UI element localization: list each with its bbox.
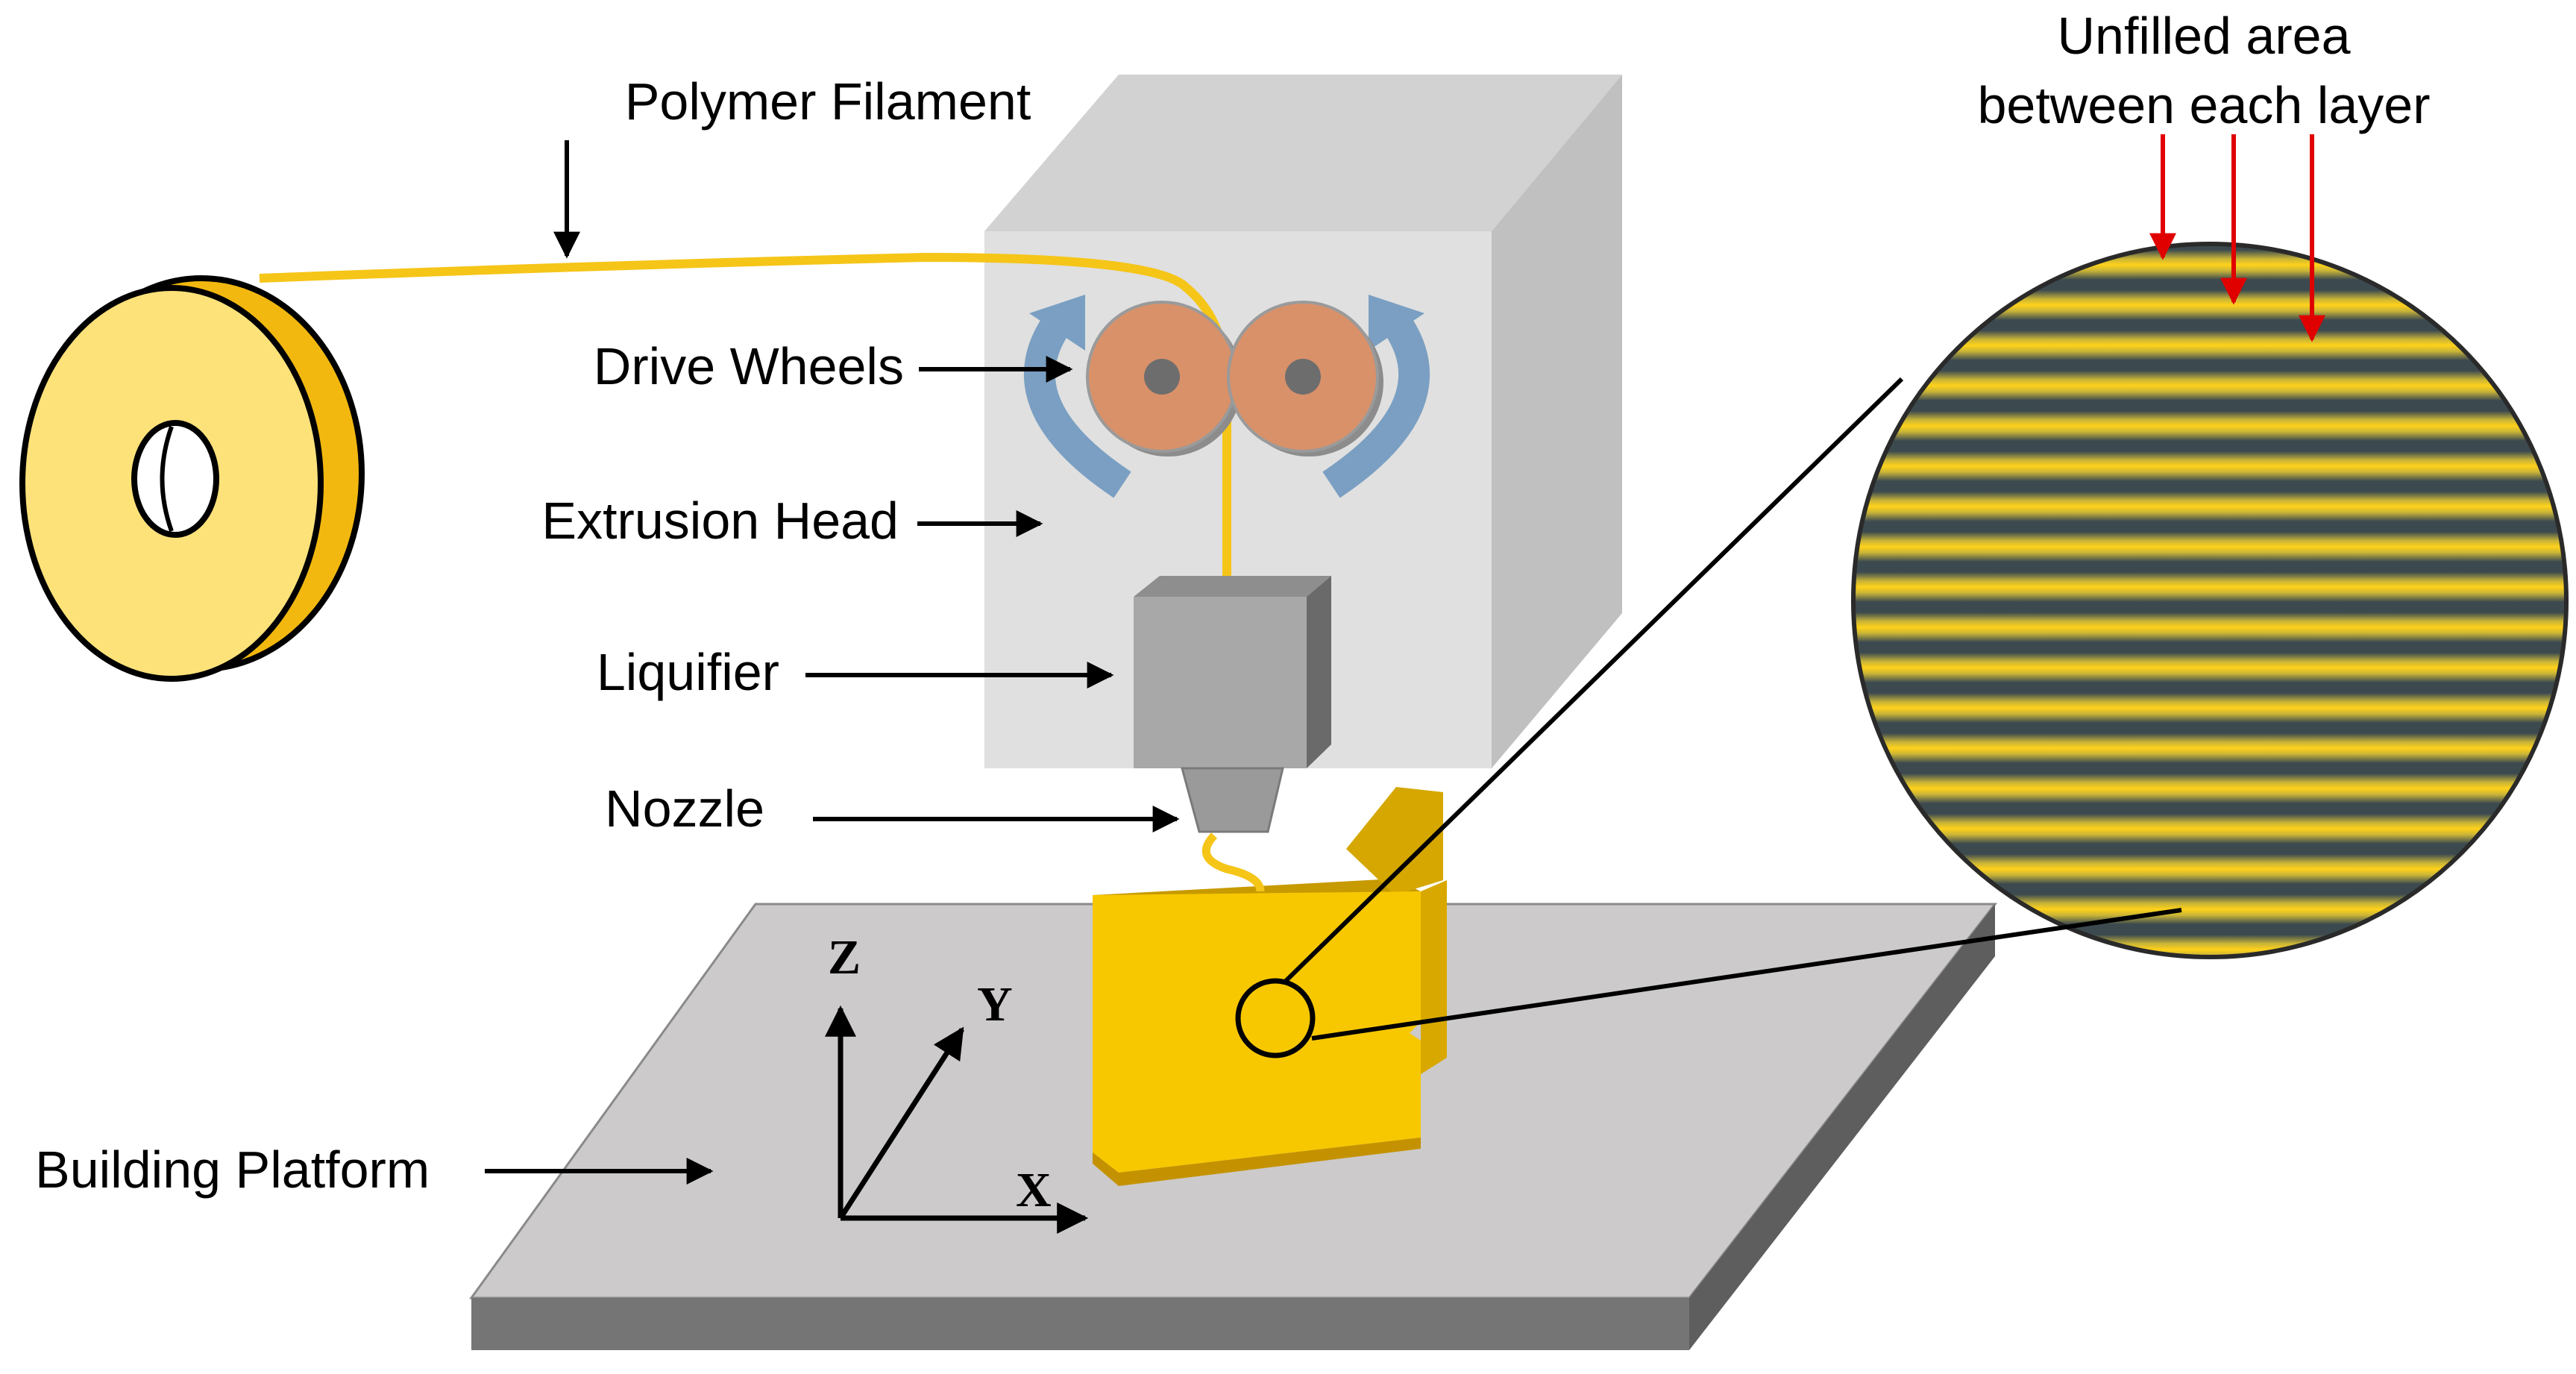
liquifier-front [1134, 597, 1307, 768]
liquifier [1134, 576, 1331, 768]
liquifier-side [1307, 576, 1331, 768]
layer-stripe [1853, 612, 2566, 642]
drive-wheel-right-hub [1285, 359, 1321, 395]
layer-stripe [1853, 854, 2566, 884]
label-polymer-filament: Polymer Filament [625, 72, 1031, 131]
drive-wheels [1023, 295, 1430, 498]
head-top [984, 75, 1622, 231]
layer-stripe [1853, 411, 2566, 441]
liquifier-top [1134, 576, 1331, 597]
label-unfilled-area-line2: between each layer [1977, 76, 2430, 134]
filament-extrudate [1201, 832, 1265, 892]
layer-stripe [1853, 532, 2566, 562]
part-front [1093, 891, 1421, 1173]
label-building-platform: Building Platform [35, 1141, 430, 1199]
zoom-line-upper [1282, 377, 1904, 985]
layer-stripe [1853, 774, 2566, 803]
platform-front-edge [471, 1298, 1689, 1350]
label-drive-wheels: Drive Wheels [594, 337, 904, 395]
layer-stripe [1853, 290, 2566, 320]
spool-hole-inner [160, 425, 174, 533]
label-extrusion-head: Extrusion Head [541, 492, 899, 550]
part-side [1421, 880, 1447, 1074]
part-fin [1346, 787, 1443, 895]
magnified-layers [1851, 242, 2569, 959]
zoom-spot [1235, 978, 1316, 1058]
filament-spool [19, 275, 365, 682]
y-axis [838, 1026, 964, 1220]
layer-stripe [1853, 371, 2566, 401]
unfilled-area-arrows [2149, 134, 2325, 342]
layer-stripe [1853, 814, 2566, 844]
layer-stripe [1853, 572, 2566, 602]
label-nozzle: Nozzle [605, 779, 764, 838]
rotation-arrow-left-icon [1023, 311, 1131, 498]
platform-side-edge [1689, 904, 1995, 1350]
axis-label-y: Y [977, 977, 1013, 1032]
part-bottom-edge [1093, 1138, 1421, 1186]
head-side [1492, 75, 1622, 768]
layer-stripe [1853, 451, 2566, 481]
layer-stripe [1853, 250, 2566, 280]
spool-hole [131, 420, 219, 538]
magnifier-border [1851, 242, 2569, 959]
labels: Polymer Filament Drive Wheels Extrusion … [35, 7, 2431, 1199]
axis-label-z: Z [828, 930, 861, 985]
layer-stripe [1853, 733, 2566, 763]
layer-stripe [1853, 693, 2566, 723]
filament-strand [259, 252, 1231, 582]
rotation-arrow-right-icon [1322, 311, 1430, 498]
coordinate-axes: Z Y X [825, 930, 1089, 1234]
label-liquifier: Liquifier [597, 643, 779, 701]
nozzle-body [1181, 767, 1284, 833]
drive-wheel-left-hub [1144, 359, 1180, 395]
nozzle [1181, 767, 1284, 833]
printed-part [1093, 787, 1447, 1186]
rotation-arrowhead-left [1029, 295, 1085, 351]
layer-stripe [1853, 492, 2566, 521]
rotation-arrowhead-right [1369, 295, 1424, 351]
label-unfilled-area-line1: Unfilled area [2058, 7, 2351, 65]
zoom-line-lower [1311, 908, 2182, 1041]
zoom-indicator [1235, 377, 2182, 1058]
polymer-filament [259, 252, 1265, 892]
axis-label-x: X [1016, 1163, 1052, 1217]
layer-stripe [1853, 653, 2566, 683]
